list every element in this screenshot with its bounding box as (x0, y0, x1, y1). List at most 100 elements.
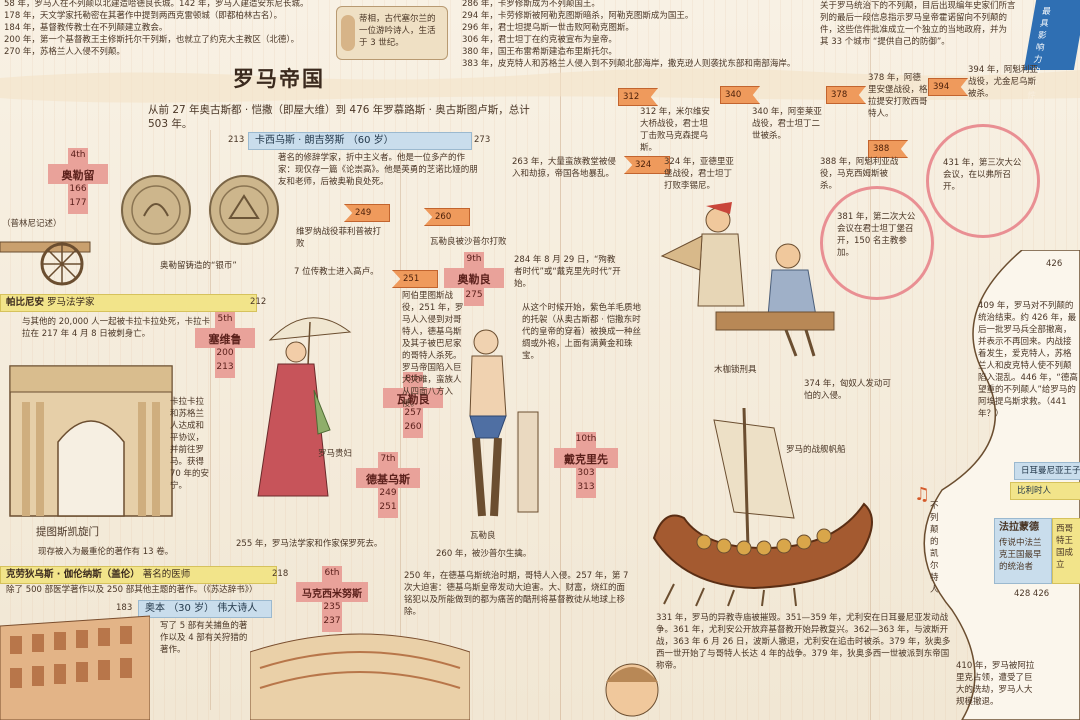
galen-name: 克劳狄乌斯 · 伽伦纳斯（盖伦） (6, 569, 140, 580)
valerian-capture-text: 260 年，被沙普尔生擒。 (436, 549, 532, 559)
battle-394-text: 394 年，阿魁利亚战役，尤金尼乌斯被杀。 (968, 65, 1038, 99)
stocks-caption: 木枷锁刑具 (714, 365, 757, 375)
top-left-events: 58 年，罗马人在不列颠以北建造哈德良长城。142 年，罗马人建造安东尼长城。 … (4, 0, 334, 58)
event-line: 58 年，罗马人在不列颠以北建造哈德良长城。142 年，罗马人建造安东尼长城。 (4, 0, 309, 9)
event-line: 200 年，第一个基督教王主修斯托尔干列斯，也就立了约克大主教区（北德）。 (4, 35, 300, 45)
west-gothic-text: 西哥特王国成立 (1056, 524, 1074, 570)
emperor-cross-valerian: 8th 瓦勒良 257 260 (383, 372, 443, 438)
year-label: 273 (474, 135, 491, 145)
emperor-cross-severus: 5th 塞维鲁 200 213 (195, 312, 255, 378)
council-381-circle: 381 年，第二次大公会议在君士坦丁堡召开，150 名主教参加。 (820, 186, 934, 300)
event-line: 178 年，天文学家托勒密在其著作中提到两西克雷顿城（即都柏林古名）。 (4, 11, 283, 21)
galen-description: 现存被入为最重伦的著作有 13 卷。 (38, 547, 174, 557)
constantine-324-text: 324 年，亚德里亚堡战役，君士坦丁打败李锡尼。 (664, 157, 734, 191)
cassius-age: （60 岁） (347, 135, 394, 146)
arena-illustration (250, 633, 470, 720)
emperor-name: 瓦勒良 (396, 393, 430, 406)
emperor-ordinal: 9th (466, 254, 482, 264)
ausonius-band: 奥本 （30 岁） 伟大诗人 (138, 600, 272, 618)
emperor-end-year: 313 (577, 482, 595, 492)
page-subtitle: 从前 27 年奥古斯都 · 恺撒（即屋大维）到 476 年罗慕路斯 · 奥古斯图… (148, 104, 530, 130)
emperor-end-year: 237 (323, 616, 341, 626)
emperor-ordinal: 4th (70, 150, 86, 160)
colosseum-illustration (0, 615, 150, 720)
event-line: 383 年，皮克特人和苏格兰人侵入到不列颠北部海岸，撒克逊人则袭扰东部和南部海岸… (462, 59, 796, 69)
emperor-name: 戴克里先 (564, 453, 608, 466)
martyr-text: 284 年 8 月 29 日，“殉教者时代”或“戴克里先时代”开始。 (514, 255, 621, 289)
scroll-note: 蒂相，古代塞尔兰的一位游吟诗人，生活于 3 世纪。 (336, 6, 448, 60)
alaric-name: 法拉蒙德 (999, 522, 1039, 533)
emperor-ordinal: 8th (405, 374, 421, 384)
emperor-name: 奥勒留 (61, 169, 95, 182)
event-line: 296 年，君士坦提乌斯一世击败阿勒克图斯。 (462, 23, 634, 33)
emperor-start-year: 303 (577, 468, 595, 478)
emperor-start-year: 200 (216, 348, 234, 358)
ausonius-name: 奥本 (145, 603, 165, 614)
music-notes-icon: ♫ (914, 484, 931, 505)
right-mini-band2: 比利时人 (1010, 482, 1080, 500)
west-gothic-box: 西哥特王国成立 (1052, 518, 1080, 584)
year-label: 213 (228, 135, 245, 145)
teachers-text: 7 位传教士进入高卢。 (294, 267, 379, 277)
valerian-year-text: 255 年，罗马法学家和作家保罗死去。 (236, 539, 383, 549)
wheel-caption: （普林尼记述） (2, 219, 62, 229)
galen-band: 克劳狄乌斯 · 伽伦纳斯（盖伦） 著名的医师 (0, 566, 277, 584)
persian-text: 263 年，大量蛮族教堂被侵入和劫掠，帝国各地暴乱。 (512, 157, 616, 179)
emperor-name: 德基乌斯 (366, 473, 410, 486)
persecution-text: 维罗纳战役菲利普被打败 (296, 227, 382, 249)
event-line: 306 年，君士坦丁在约克被宣布为皇帝。 (462, 35, 617, 45)
council-381-text: 381 年，第二次大公会议在君士坦丁堡召开，150 名主教参加。 (837, 212, 916, 258)
valerian-caption: 瓦勒良 (470, 531, 496, 541)
constantine-312-text: 312 年，米尔维安大桥战役，君士坦丁击败马克森提乌斯。 (640, 107, 710, 153)
emperor-ordinal: 6th (324, 568, 340, 578)
galen-desc: 著名的医师 (142, 569, 191, 580)
text-line: 件，这些信件批准成立一个独立的当地政府，并为 (820, 25, 1008, 35)
mini-band2-text: 比利时人 (1017, 486, 1052, 496)
emperor-name: 塞维鲁 (208, 333, 242, 346)
year-flag: 312 (618, 88, 658, 106)
purple-text: 从这个时候开始，紫色羊毛质地的托袈（从奥古斯都 · 恺撒东时代的皇帝的穿着）被换… (522, 303, 642, 361)
mid-top-events: 286 年，卡罗修斯成为不列颠国王。 294 年，卡劳修斯被阿勒克图斯暗杀，阿勒… (462, 0, 807, 70)
battle-340-text: 340 年，阿奎莱亚战役，君士坦丁二世被杀。 (752, 107, 822, 141)
year-flag: 340 (720, 86, 760, 104)
scroll-figure (341, 15, 355, 51)
emperor-end-year: 177 (69, 198, 87, 208)
papinian-desc: 罗马法学家 (47, 297, 95, 308)
coin-caption: 奥勒留铸造的“银币” (160, 261, 237, 271)
year-label: 183 (116, 603, 133, 613)
arch-caption: 提图斯凯旋门 (36, 526, 99, 538)
triumph-arch-illustration (9, 365, 173, 517)
lady-caption: 罗马贵妇 (318, 449, 353, 459)
emperor-cross-aurelius: 4th 奥勒留 166 177 (48, 148, 108, 214)
stocks-illustration (660, 202, 835, 357)
gothic-text: 瓦勒良被沙普尔打败 (430, 237, 507, 247)
right-years: 428 426 (1014, 589, 1050, 599)
battle-388-text: 388 年，阿魁利亚战役，马克西姆斯被杀。 (820, 157, 899, 191)
persians-374-text: 374 年，匈奴人发动可怕的入侵。 (804, 379, 891, 401)
year-flag: 249 (344, 204, 390, 222)
ausonius-description: 写了 5 部有关捕鱼的著作以及 4 部有关狩猎的著作。 (160, 621, 248, 655)
mini-band-text: 日耳曼尼亚王子 (1021, 466, 1080, 476)
region-boundary (923, 250, 1080, 720)
emperor-start-year: 275 (465, 290, 483, 300)
right-410-text: 410 年，罗马被阿拉里克占领，遭受了巨大的洗劫，罗马人大规模撤退。 (956, 661, 1035, 707)
river-band (0, 68, 1080, 103)
emperor-cross-aurelian: 9th 奥勒良 275 (444, 252, 504, 306)
ausonius-age: （30 岁） (168, 603, 215, 614)
timeline-guide (210, 130, 211, 710)
year-label: 426 (1046, 259, 1063, 269)
page-title: 罗马帝国 (233, 66, 325, 91)
emperor-cross-maximinus: 6th 马克西米努斯 235 237 (296, 566, 368, 632)
vertical-text: 不列颠的凯尔特人 (930, 501, 939, 595)
alaric-desc: 传说中法兰克王国最早的统治者 (999, 538, 1042, 572)
coins-illustration (121, 175, 279, 245)
text-line: 关于罗马统治下的不列颠，目后出现编年史家们所言 (820, 1, 1016, 11)
emperor-name: 奥勒良 (457, 273, 491, 286)
emperor-ordinal: 10th (575, 434, 597, 444)
event-line: 294 年，卡劳修斯被阿勒克图斯暗杀，阿勒克图斯成为国王。 (462, 11, 694, 21)
papinian-description: 与其他的 20,000 人一起被卡拉卡拉处死，卡拉卡拉在 217 年 4 月 8… (22, 317, 211, 339)
roman-lady-illustration (257, 317, 352, 497)
warship-illustration (652, 408, 873, 607)
galen-extra: 除了 500 部医学著作以及 250 部其他主题的著作。（《苏达辞书》） (6, 585, 258, 595)
battles-text: 阿伯里图斯战役，251 年，罗马人入侵到对哥特人，德基乌斯及其子被巴尼家的哥特人… (402, 291, 464, 409)
